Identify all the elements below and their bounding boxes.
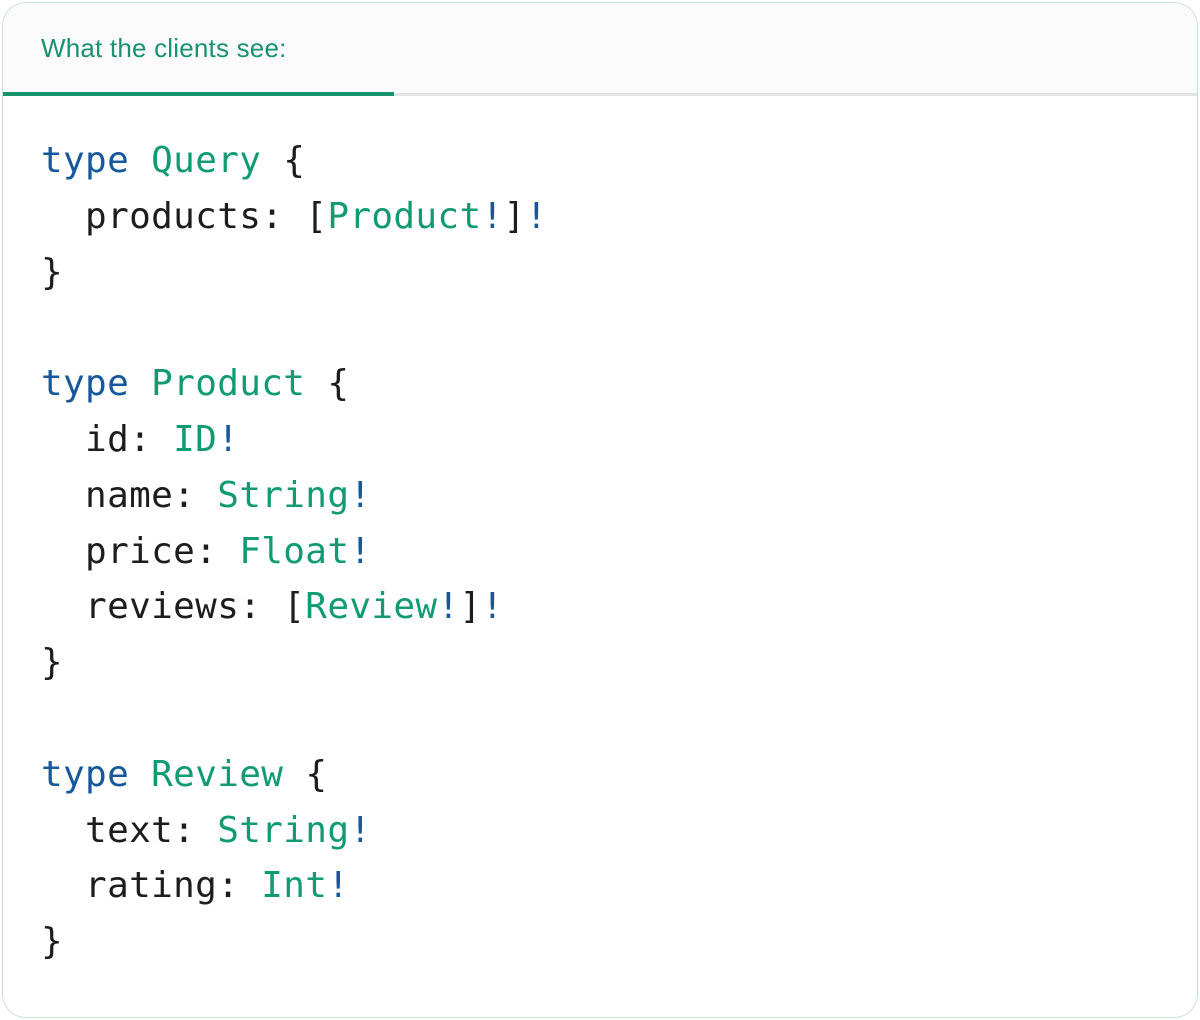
code-token: ! bbox=[217, 418, 240, 460]
tab-label: What the clients see: bbox=[41, 32, 287, 63]
code-token: ] bbox=[459, 586, 482, 628]
code-token: ID bbox=[173, 418, 218, 460]
code-token: } bbox=[41, 251, 64, 293]
code-line bbox=[41, 691, 1159, 747]
code-token: ! bbox=[349, 474, 372, 516]
code-token: Query bbox=[151, 140, 262, 181]
code-token: ! bbox=[349, 530, 372, 572]
graphql-schema-code: type Query { products: [Product!]!} type… bbox=[3, 96, 1197, 1000]
code-line: type Review { bbox=[41, 747, 1159, 803]
code-token: Review bbox=[305, 586, 438, 628]
code-line: price: Float! bbox=[41, 524, 1159, 580]
code-token: type bbox=[41, 140, 130, 181]
code-token: id: bbox=[41, 418, 174, 460]
code-token: { bbox=[261, 140, 306, 181]
code-line: id: ID! bbox=[41, 412, 1159, 468]
code-token: } bbox=[41, 921, 64, 963]
code-token: products: [ bbox=[41, 195, 328, 237]
code-token: Int bbox=[261, 865, 328, 907]
code-token: Float bbox=[239, 530, 350, 572]
code-token: type bbox=[41, 753, 130, 795]
code-token: ] bbox=[503, 195, 526, 237]
code-line: } bbox=[41, 635, 1159, 691]
code-line bbox=[41, 300, 1159, 356]
code-token bbox=[129, 363, 151, 404]
code-token: price: bbox=[41, 530, 240, 572]
code-token: ! bbox=[481, 195, 504, 237]
code-token: text: bbox=[41, 809, 218, 851]
code-token: } bbox=[41, 642, 64, 684]
code-token: ! bbox=[327, 865, 350, 907]
code-token: Product bbox=[327, 195, 482, 237]
code-line: } bbox=[41, 245, 1159, 301]
code-token: ! bbox=[349, 809, 372, 851]
code-token: { bbox=[305, 363, 350, 405]
code-token: name: bbox=[41, 474, 218, 516]
code-token: ! bbox=[437, 586, 460, 628]
code-token: type bbox=[41, 363, 130, 405]
code-token: String bbox=[217, 809, 350, 851]
code-token bbox=[129, 140, 151, 181]
code-line: rating: Int! bbox=[41, 858, 1159, 914]
code-line: type Product { bbox=[41, 356, 1159, 412]
active-tab-indicator bbox=[3, 92, 394, 96]
code-token: reviews: [ bbox=[41, 586, 306, 628]
code-line: text: String! bbox=[41, 803, 1159, 859]
code-line: name: String! bbox=[41, 468, 1159, 524]
tab-bar: What the clients see: bbox=[3, 3, 1197, 96]
code-token: String bbox=[217, 474, 350, 516]
code-token: ! bbox=[481, 586, 504, 628]
code-token: rating: bbox=[41, 865, 262, 907]
code-token: Review bbox=[151, 753, 284, 795]
code-token: Product bbox=[151, 363, 306, 405]
code-token: ! bbox=[525, 195, 548, 237]
code-line: products: [Product!]! bbox=[41, 189, 1159, 245]
code-token: { bbox=[283, 753, 328, 795]
code-line: reviews: [Review!]! bbox=[41, 579, 1159, 635]
code-line: type Query { bbox=[41, 133, 1159, 189]
tab-what-clients-see[interactable]: What the clients see: bbox=[3, 3, 287, 93]
code-token bbox=[129, 754, 151, 795]
code-line: } bbox=[41, 914, 1159, 970]
